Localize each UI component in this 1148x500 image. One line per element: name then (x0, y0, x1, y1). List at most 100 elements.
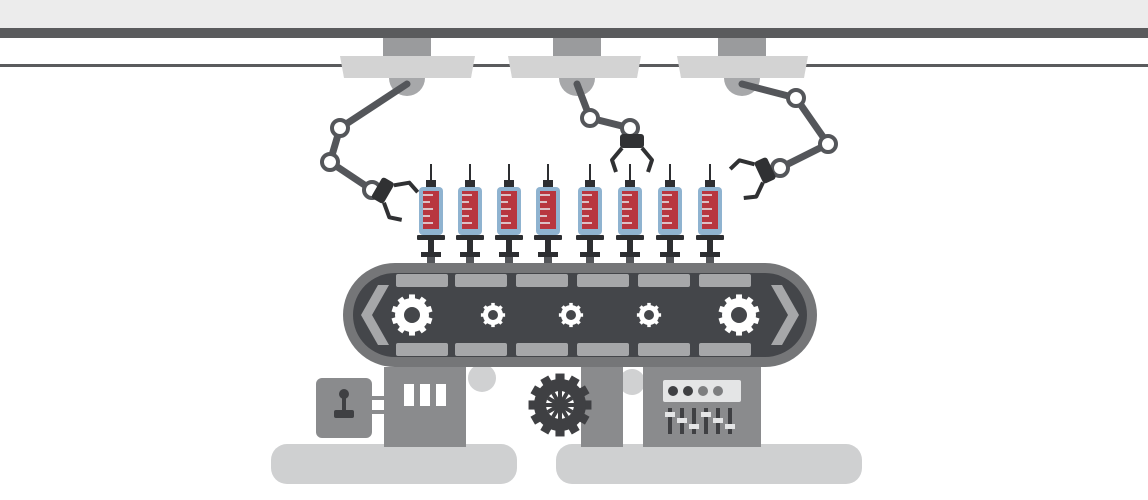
gear-hole (566, 310, 576, 320)
syringe-icon (696, 164, 724, 264)
belt-slat-top (455, 274, 507, 287)
belt-slat-bottom (699, 343, 751, 356)
claw-finger-right (743, 181, 765, 201)
arm-joint-1-1 (320, 152, 340, 172)
gear-icon (391, 294, 433, 336)
syringe-fluid (501, 191, 517, 229)
mount-bracket-2 (508, 56, 641, 78)
syringe-fluid (540, 191, 556, 229)
claw-body (371, 177, 394, 204)
arm-link-1 (326, 80, 411, 194)
gear-hole (488, 310, 498, 320)
syringe-plunger (428, 240, 434, 252)
syringe-holder (427, 257, 435, 264)
syringe-fluid (423, 191, 439, 229)
syringe-plunger (627, 240, 633, 252)
syringe-hub (465, 180, 475, 188)
arm-joint-2-0 (580, 108, 600, 128)
robot-arm-icon (728, 80, 838, 201)
slider-track (704, 408, 708, 434)
background-gears (468, 364, 645, 395)
claw-body (620, 134, 644, 148)
arm-joint-3-0 (786, 88, 806, 108)
claw-finger-left (382, 201, 403, 222)
leg-left-slot-3 (436, 384, 446, 406)
syringe-plunger (467, 240, 473, 252)
arm-mounts (340, 38, 808, 96)
joystick-icon (334, 389, 354, 418)
mount-post-1 (383, 38, 431, 58)
syringe-flange (576, 235, 604, 240)
syringe-holder (666, 257, 674, 264)
cabinet-sliders (665, 408, 735, 434)
slider-knob (665, 412, 675, 417)
syringe-icon (495, 164, 523, 264)
slider-knob (701, 412, 711, 417)
syringe-flange (616, 235, 644, 240)
cabinet-right (643, 367, 761, 447)
mount-post-2 (553, 38, 601, 58)
syringe-plunger-head (460, 252, 480, 257)
syringe-holder (466, 257, 474, 264)
syringe-plunger (506, 240, 512, 252)
syringe-icon (576, 164, 604, 264)
syringe-fluid (662, 191, 678, 229)
syringe-plunger-head (700, 252, 720, 257)
gear-icon (528, 373, 592, 437)
cabinet-knob (668, 386, 678, 396)
slider-knob (713, 418, 723, 423)
syringe-plunger-head (620, 252, 640, 257)
robot-arm-icon (573, 80, 654, 173)
leg-left-slot-1 (404, 384, 414, 406)
conveyor-belt (343, 263, 817, 367)
machine-base (271, 367, 862, 484)
syringe-flange (456, 235, 484, 240)
belt-slat-top (699, 274, 751, 287)
control-box-link-1 (372, 396, 384, 400)
arm-link-3 (738, 80, 832, 172)
syringe-icon (417, 164, 445, 264)
syringe-hub (504, 180, 514, 188)
belt-slat-top (396, 274, 448, 287)
slider-knob (725, 424, 735, 429)
claw-icon (371, 177, 420, 222)
syringe-fluid (582, 191, 598, 229)
cabinet-knobs (668, 386, 723, 396)
belt-slat-top (577, 274, 629, 287)
syringe-flange (495, 235, 523, 240)
belt-chevron-left (361, 285, 389, 345)
cabinet-knob (713, 386, 723, 396)
gear-hub (555, 400, 565, 410)
claw-icon (728, 157, 776, 201)
syringe-flange (696, 235, 724, 240)
syringe-plunger-head (580, 252, 600, 257)
leg-left (384, 367, 466, 447)
leg-left-slot-2 (420, 384, 430, 406)
belt-slat-bottom (455, 343, 507, 356)
floor-base-right (556, 444, 862, 484)
syringe-icon (534, 164, 562, 264)
syringe-fluid (462, 191, 478, 229)
gear-small-bg-2 (619, 369, 645, 395)
gear-icon (718, 294, 760, 336)
syringe-holder (626, 257, 634, 264)
claw-body (754, 157, 776, 184)
rail-top (0, 28, 1148, 38)
syringe-holder (505, 257, 513, 264)
robot-arms (320, 80, 838, 222)
syringe-hub (665, 180, 675, 188)
arm-joint-2-1 (620, 118, 640, 138)
syringe-plunger-head (499, 252, 519, 257)
claw-finger-right (640, 146, 654, 173)
slider-track (728, 408, 732, 434)
syringe-icon (456, 164, 484, 264)
cabinet-knob (683, 386, 693, 396)
gear-hole (404, 307, 420, 323)
syringe-hub (705, 180, 715, 188)
claw-finger-right (393, 180, 420, 194)
gear-icon (528, 373, 592, 437)
syringe-hub (543, 180, 553, 188)
robot-arm-icon (320, 80, 420, 222)
syringe-plunger (707, 240, 713, 252)
